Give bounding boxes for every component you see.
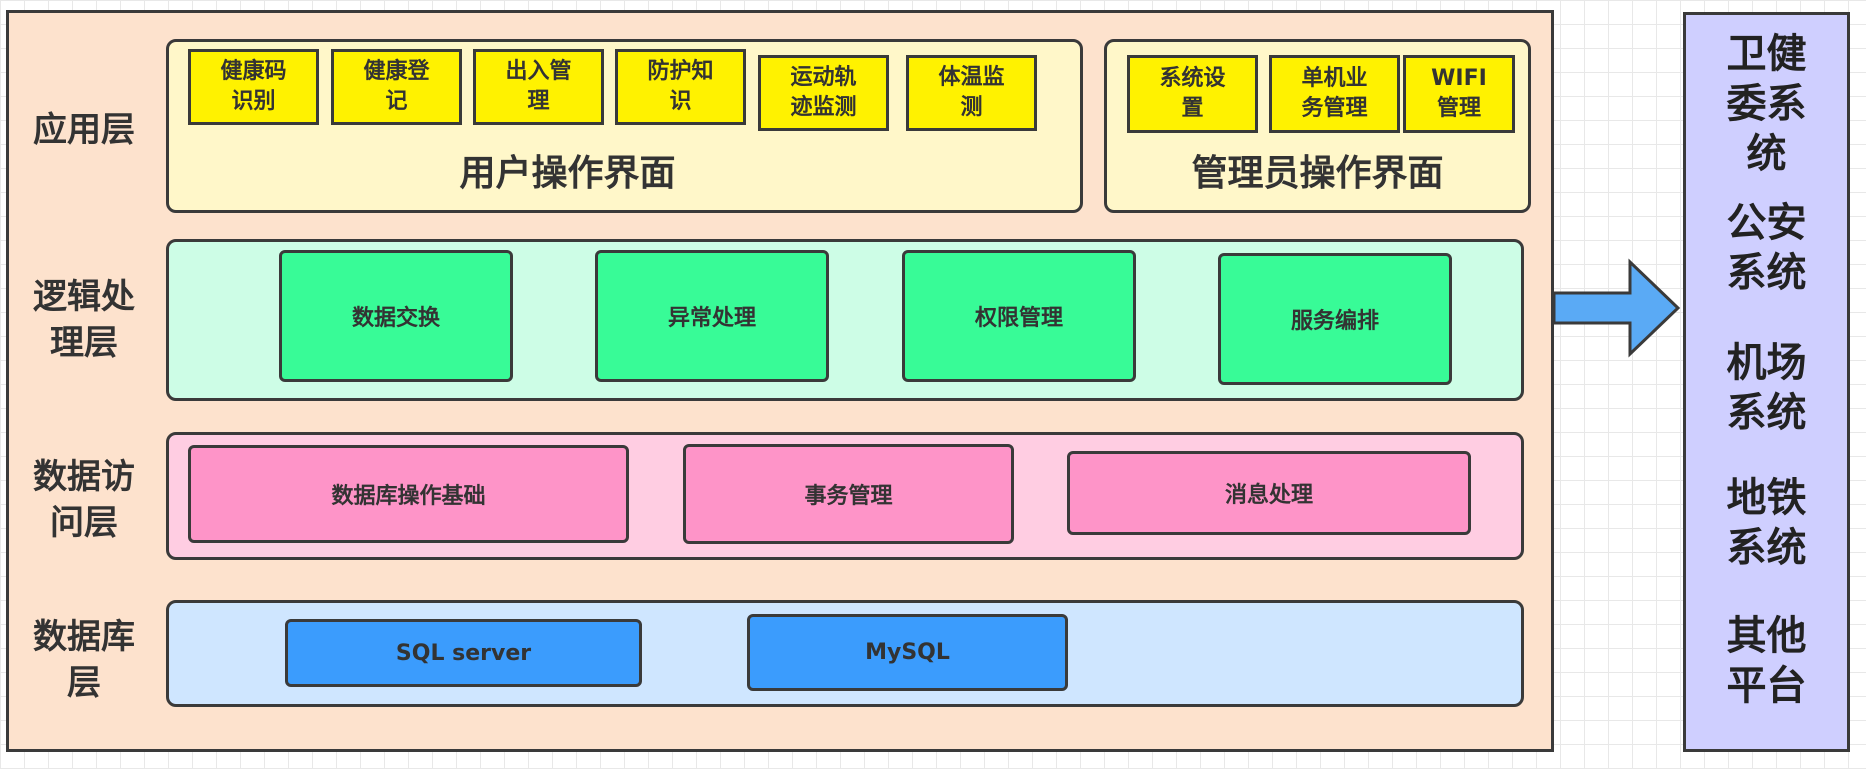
admin-item-standalone-business: 单机业 务管理 <box>1269 55 1400 133</box>
data-access-item-message: 消息处理 <box>1067 451 1471 535</box>
layer-label-database: 数据库 层 <box>33 617 135 703</box>
user-item-health-register: 健康登 记 <box>331 49 462 125</box>
user-item-health-code: 健康码 识别 <box>188 49 319 125</box>
user-item-access-management: 出入管 理 <box>473 49 604 125</box>
external-item-other-platforms: 其他 平台 <box>1726 613 1807 709</box>
layer-label-data-access: 数据访 问层 <box>33 457 135 543</box>
user-panel-title: 用户操作界面 <box>459 153 676 194</box>
layer-label-logic: 逻辑处 理层 <box>33 277 135 363</box>
data-access-item-db-operations: 数据库操作基础 <box>188 445 629 543</box>
user-item-protection-knowledge: 防护知 识 <box>615 49 746 125</box>
logic-item-exception-handling: 异常处理 <box>595 250 829 382</box>
external-item-health-commission: 卫健 委系 统 <box>1726 31 1807 177</box>
logic-item-permission-management: 权限管理 <box>902 250 1136 382</box>
external-systems-panel: 卫健 委系 统 公安 系统 机场 系统 地铁 系统 其他 平台 <box>1683 12 1850 752</box>
database-item-sql-server: SQL server <box>285 619 642 687</box>
external-item-subway: 地铁 系统 <box>1726 475 1807 571</box>
admin-item-system-settings: 系统设 置 <box>1127 55 1258 133</box>
admin-panel-title: 管理员操作界面 <box>1191 153 1444 194</box>
layer-label-application: 应用层 <box>33 110 135 150</box>
logic-item-service-orchestration: 服务编排 <box>1218 253 1452 385</box>
external-item-airport: 机场 系统 <box>1726 340 1807 436</box>
logic-item-data-exchange: 数据交换 <box>279 250 513 382</box>
user-item-temperature: 体温监 测 <box>906 55 1037 131</box>
external-item-public-security: 公安 系统 <box>1726 200 1807 296</box>
user-item-motion-track: 运动轨 迹监测 <box>758 55 889 131</box>
data-access-item-transaction: 事务管理 <box>683 444 1014 544</box>
right-arrow-icon <box>1552 258 1681 358</box>
admin-item-wifi: WIFI 管理 <box>1403 55 1515 133</box>
database-item-mysql: MySQL <box>747 614 1068 691</box>
